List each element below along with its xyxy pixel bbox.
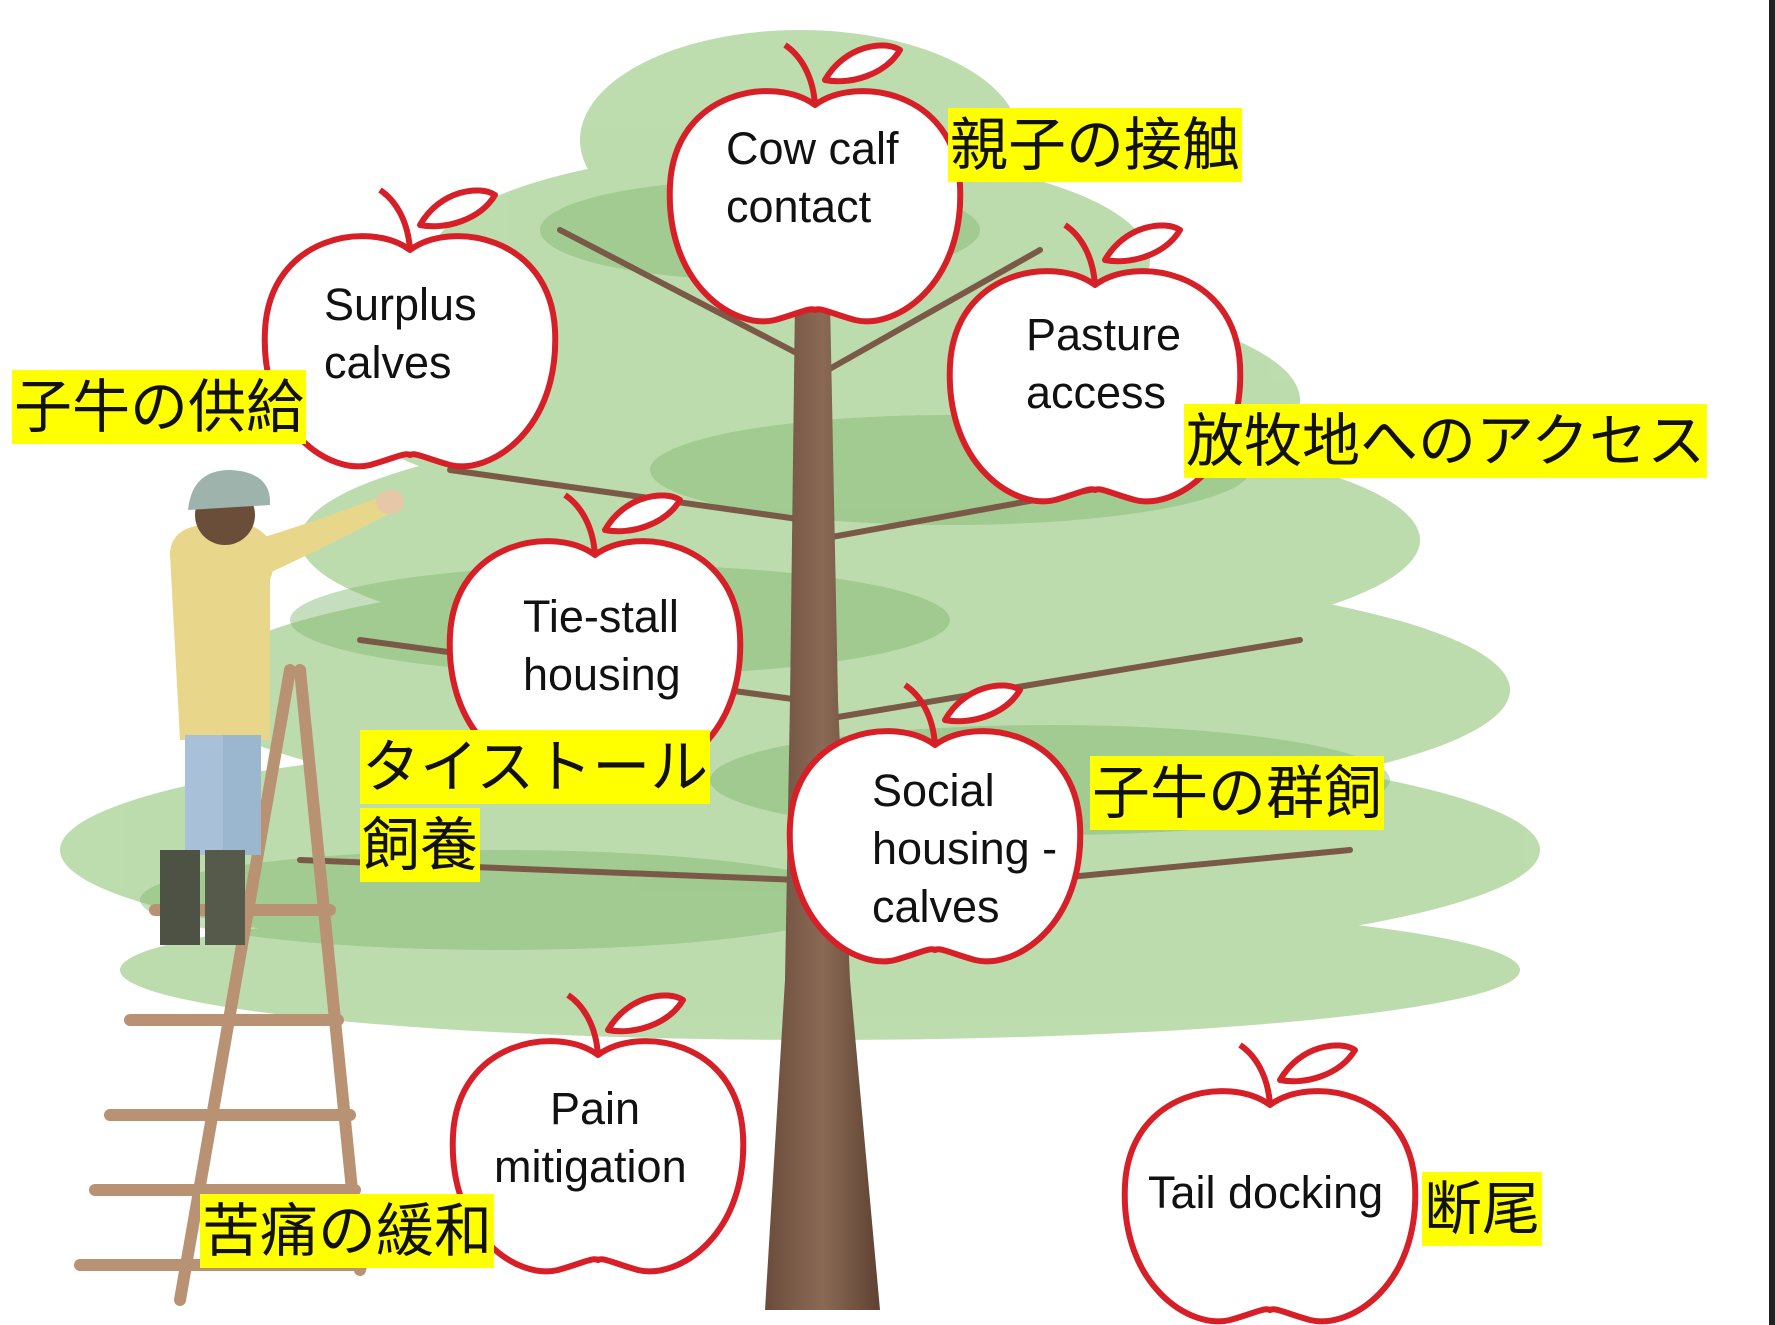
apple-tail-docking — [1121, 1042, 1419, 1325]
person-on-ladder — [160, 470, 404, 945]
apple-label-tail-docking: Tail docking — [1148, 1164, 1383, 1222]
apple-label-pasture-access: Pasture access — [1026, 306, 1181, 422]
jp-label-cow-calf-contact: 親子の接触 — [948, 108, 1243, 182]
jp-label-surplus-calves: 子牛の供給 — [12, 370, 307, 444]
jp-label-pasture-access: 放牧地へのアクセス — [1184, 404, 1708, 478]
jp-label-pain-mitigation: 苦痛の緩和 — [200, 1194, 495, 1268]
apple-label-social-housing-calves: Social housing - calves — [872, 762, 1057, 936]
jp-label-tie-stall-housing-line1: タイストール — [360, 730, 711, 804]
apple-pain-mitigation — [449, 992, 747, 1275]
apple-label-line: Pain — [550, 1083, 641, 1134]
apple-label-pain-mitigation: Pain mitigation — [494, 1080, 687, 1196]
apple-label-line: Social — [872, 765, 995, 816]
apples — [261, 42, 1419, 1325]
apple-label-line: housing - — [872, 823, 1058, 874]
jp-label-tie-stall-housing-line2: 飼養 — [360, 808, 481, 882]
apple-social-housing-calves — [786, 682, 1084, 965]
apple-label-line: Cow calf — [726, 123, 899, 174]
apple-label-line: access — [1026, 367, 1167, 418]
apple-label-line: Surplus — [324, 279, 477, 330]
apple-label-tie-stall-housing: Tie-stall housing — [523, 588, 681, 704]
apple-label-line: calves — [872, 881, 1000, 932]
jp-label-social-housing-calves: 子牛の群飼 — [1090, 756, 1385, 830]
apple-label-line: housing — [523, 649, 681, 700]
apple-cow-calf-contact — [666, 42, 964, 325]
apple-surplus-calves — [261, 187, 559, 470]
apple-label-line: Pasture — [1026, 309, 1182, 360]
apple-label-line: calves — [324, 337, 452, 388]
page-border — [1769, 0, 1775, 1325]
apple-label-cow-calf-contact: Cow calf contact — [726, 120, 899, 236]
jp-label-tail-docking: 断尾 — [1422, 1172, 1543, 1246]
apple-label-line: mitigation — [494, 1141, 687, 1192]
apple-tie-stall-housing — [446, 492, 744, 775]
apple-label-line: Tie-stall — [523, 591, 679, 642]
apple-label-line: contact — [726, 181, 872, 232]
apple-label-line: Tail docking — [1148, 1167, 1384, 1218]
ladder — [74, 664, 368, 1306]
apple-label-surplus-calves: Surplus calves — [324, 276, 477, 392]
apple-pasture-access — [946, 222, 1244, 505]
